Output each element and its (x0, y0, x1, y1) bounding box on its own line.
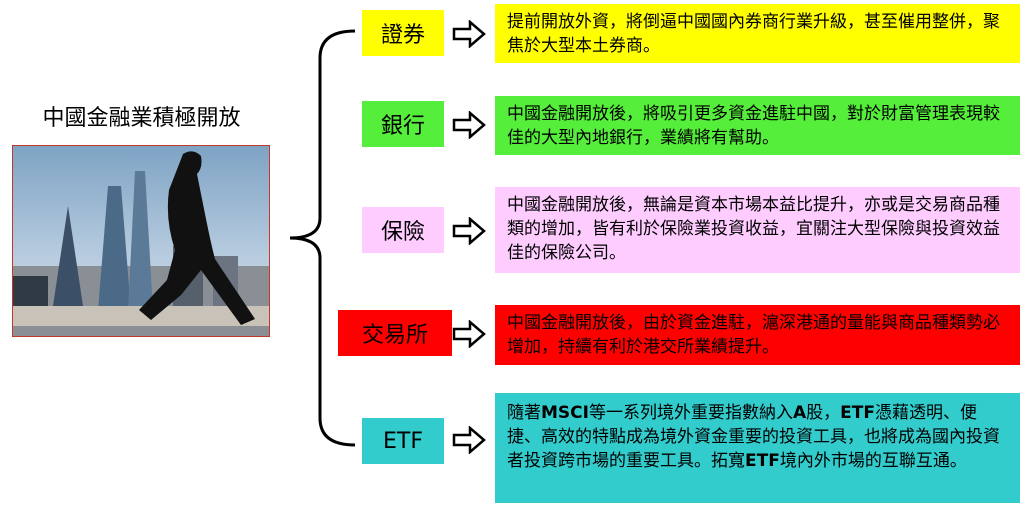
label-banking: 銀行 (362, 101, 444, 147)
arrow-right-icon (452, 20, 486, 48)
arrow-right-icon (452, 426, 486, 454)
desc-etf: 隨著MSCI等一系列境外重要指數納入A股，ETF憑藉透明、便捷、高效的特點成為境… (495, 393, 1020, 503)
label-insurance: 保險 (362, 207, 444, 253)
arrow-right-icon (452, 217, 486, 245)
desc-exchange: 中國金融開放後，由於資金進駐，滬深港通的量能與商品種類勢必增加，持續有利於港交所… (495, 305, 1020, 365)
label-securities: 證券 (362, 10, 444, 56)
label-etf: ETF (362, 418, 444, 464)
diagram-title: 中國金融業積極開放 (42, 106, 241, 131)
desc-insurance: 中國金融開放後，無論是資本市場本益比提升，亦或是交易商品種類的增加，皆有利於保險… (495, 187, 1020, 273)
skyline-photo (12, 145, 270, 337)
desc-securities: 提前開放外資，將倒逼中國國內券商行業升級，甚至催用整併，聚焦於大型本土券商。 (495, 4, 1020, 63)
desc-banking: 中國金融開放後，將吸引更多資金進駐中國，對於財富管理表現較佳的大型內地銀行，業績… (495, 96, 1020, 155)
arrow-right-icon (452, 111, 486, 139)
label-exchange: 交易所 (338, 310, 452, 356)
curly-brace (289, 29, 356, 447)
arrow-right-icon (452, 320, 486, 348)
